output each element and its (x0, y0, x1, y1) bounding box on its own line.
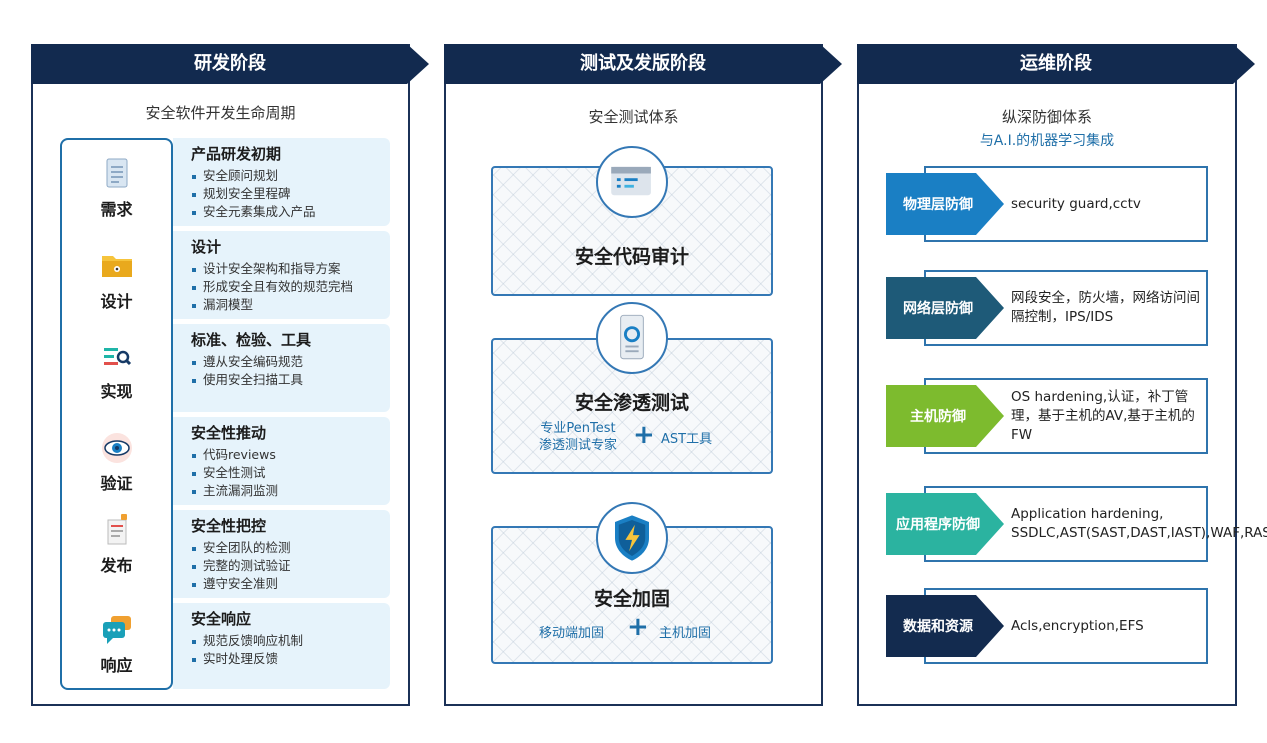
mobile-hardening-label: 移动端加固 (539, 626, 605, 641)
stage-card: 安全响应 规范反馈响应机制 实时处理反馈 (173, 603, 390, 689)
card-item: 安全元素集成入产品 (191, 203, 390, 221)
stage-label: 设计 (100, 292, 133, 311)
card-item: 安全性测试 (191, 464, 390, 482)
panel-title: 运维阶段 (857, 44, 1255, 84)
pentest-line: 专业PenTest (540, 421, 616, 436)
ops-phase-panel: 运维阶段 纵深防御体系 与A.I.的机器学习集成 物理层防御 security … (857, 44, 1267, 706)
card-title: 安全响应 (191, 610, 252, 628)
card-item: 安全顾问规划 (191, 167, 390, 185)
panel-subtitle-ai: 与A.I.的机器学习集成 (979, 133, 1115, 149)
card-item: 形成安全且有效的规范完档 (191, 278, 390, 296)
test-release-panel: 测试及发版阶段 安全测试体系 安全代码审计 安全渗透测试 专业PenTest 渗… (444, 44, 823, 706)
layer-text: 网段安全，防火墙，网络访问间隔控制，IPS/IDS (1011, 290, 1200, 325)
defense-layer-network: 网络层防御 网段安全，防火墙，网络访问间隔控制，IPS/IDS (886, 270, 1208, 346)
panel-subtitle: 安全测试体系 (588, 108, 679, 126)
stage-label: 实现 (100, 382, 133, 401)
stage-card: 设计 设计安全架构和指导方案 形成安全且有效的规范完档 漏洞模型 (173, 231, 390, 319)
card-title: 标准、检验、工具 (191, 331, 312, 349)
layer-text: Application hardening, SSDLC,AST(SAST,DA… (1011, 506, 1267, 541)
layer-text: OS hardening,认证，补丁管理，基于主机的AV,基于主机的FW (1011, 388, 1195, 443)
layer-chip: 应用程序防御 (886, 493, 1004, 555)
card-item: 实时处理反馈 (191, 650, 390, 668)
host-hardening-label: 主机加固 (659, 626, 712, 641)
mobile-scan-icon (596, 302, 668, 374)
defense-layer-host: 主机防御 OS hardening,认证，补丁管理，基于主机的AV,基于主机的F… (886, 378, 1208, 454)
card-item: 设计安全架构和指导方案 (191, 260, 390, 278)
dev-phase-panel: 研发阶段 安全软件开发生命周期 需求 设计 (31, 44, 410, 706)
card-title: 安全性把控 (191, 517, 267, 535)
card-item: 遵守安全准则 (191, 575, 390, 593)
release-doc-icon (107, 514, 127, 545)
stage-requirement: 需求 (62, 156, 171, 220)
folder-icon (101, 256, 132, 277)
chat-bubble-icon (102, 616, 131, 644)
layer-chip: 网络层防御 (886, 277, 1004, 339)
card-item: 代码reviews (191, 446, 390, 464)
card-item: 遵从安全编码规范 (191, 353, 390, 371)
stage-label: 验证 (100, 474, 133, 493)
panel-subtitle: 安全软件开发生命周期 (145, 104, 296, 122)
card-item: 规划安全里程碑 (191, 185, 390, 203)
defense-layer-data: 数据和资源 Acls,encryption,EFS (886, 588, 1208, 664)
card-item: 完整的测试验证 (191, 557, 390, 575)
layer-chip: 主机防御 (886, 385, 1004, 447)
panel-title: 测试及发版阶段 (444, 44, 842, 84)
stage-card: 安全性把控 安全团队的检测 完整的测试验证 遵守安全准则 (173, 510, 390, 598)
card-title: 产品研发初期 (191, 145, 282, 163)
stage-card: 标准、检验、工具 遵从安全编码规范 使用安全扫描工具 (173, 324, 390, 412)
stage-implementation: 实现 (62, 338, 171, 402)
panel-title: 研发阶段 (31, 44, 429, 84)
defense-layer-application: 应用程序防御 Application hardening, SSDLC,AST(… (886, 486, 1267, 562)
box-title: 安全加固 (593, 588, 670, 610)
ast-tool-label: AST工具 (661, 432, 713, 447)
card-item: 安全团队的检测 (191, 539, 390, 557)
card-item: 使用安全扫描工具 (191, 371, 390, 389)
pentest-expert-label: 专业PenTest 渗透测试专家 (539, 420, 617, 454)
pentest-line: 渗透测试专家 (539, 438, 618, 453)
stage-verification: 验证 (62, 430, 171, 494)
panel-subtitle: 纵深防御体系 (1001, 108, 1092, 126)
box-title: 安全渗透测试 (574, 392, 689, 414)
eye-icon (101, 433, 132, 463)
layer-chip: 数据和资源 (886, 595, 1004, 657)
code-window-icon (596, 146, 668, 218)
card-item: 规范反馈响应机制 (191, 632, 390, 650)
shield-bolt-icon (596, 502, 668, 574)
stage-card: 安全性推动 代码reviews 安全性测试 主流漏洞监测 (173, 417, 390, 505)
stage-design: 设计 (62, 248, 171, 312)
search-list-icon (103, 348, 131, 366)
stage-card: 产品研发初期 安全顾问规划 规划安全里程碑 安全元素集成入产品 (173, 138, 390, 226)
defense-layer-physical: 物理层防御 security guard,cctv (886, 166, 1208, 242)
stage-label: 需求 (100, 200, 133, 219)
layer-text: Acls,encryption,EFS (1011, 617, 1144, 634)
stage-column: 需求 设计 实现 (60, 138, 173, 690)
stage-response: 响应 (62, 612, 171, 676)
stage-label: 响应 (100, 656, 133, 675)
card-item: 漏洞模型 (191, 296, 390, 314)
plus-sign: + (627, 612, 649, 642)
stage-label: 发布 (100, 556, 133, 575)
card-title: 安全性推动 (191, 424, 267, 442)
layer-text: security guard,cctv (1011, 195, 1141, 212)
box-title: 安全代码审计 (574, 246, 689, 268)
stage-release: 发布 (62, 512, 171, 576)
card-title: 设计 (191, 238, 222, 256)
layer-chip: 物理层防御 (886, 173, 1004, 235)
document-icon (106, 158, 127, 188)
card-item: 主流漏洞监测 (191, 482, 390, 500)
plus-sign: + (633, 420, 655, 450)
